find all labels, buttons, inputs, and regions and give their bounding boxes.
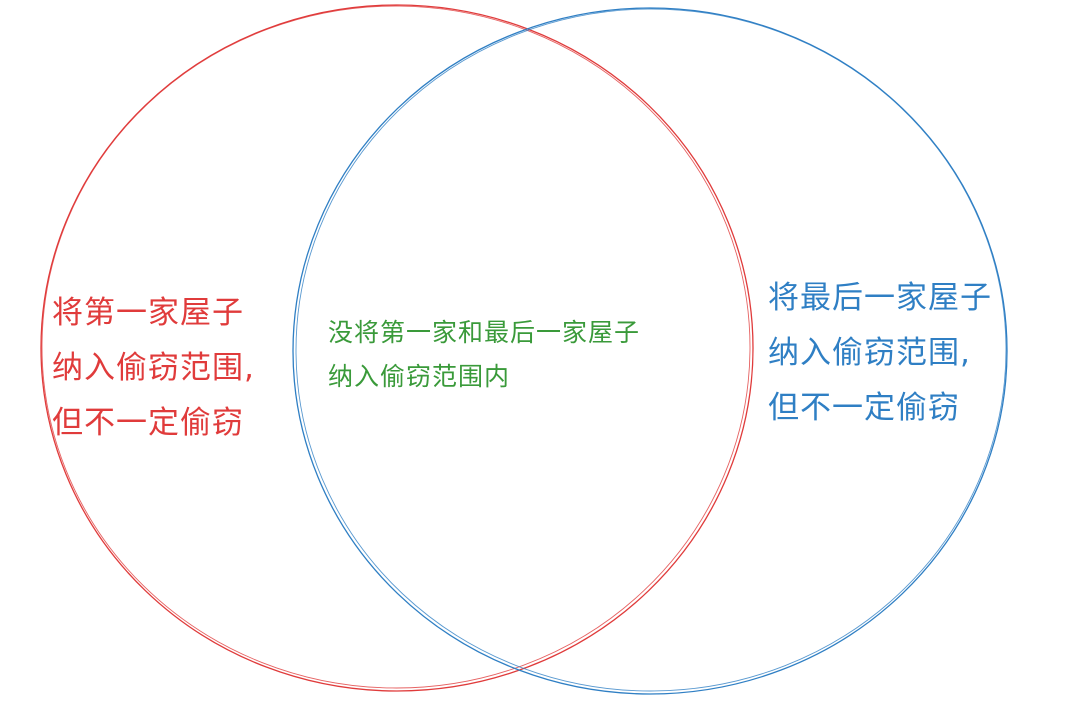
- left-set-label: 将第一家屋子 纳入偷窃范围, 但不一定偷窃: [52, 286, 255, 451]
- right-set-circle: [292, 7, 1008, 695]
- right-label-line-1: 将最后一家屋子: [768, 280, 992, 316]
- left-label-line-3: 但不一定偷窃: [52, 405, 244, 441]
- right-label-line-3: 但不一定偷窃: [768, 390, 960, 426]
- left-label-line-1: 将第一家屋子: [52, 295, 244, 331]
- left-circle-stroke-sketch: [41, 5, 751, 689]
- intersection-label: 没将第一家和最后一家屋子 纳入偷窃范围内: [328, 311, 640, 399]
- intersection-label-line-1: 没将第一家和最后一家屋子: [328, 318, 641, 347]
- left-label-line-2: 纳入偷窃范围,: [52, 350, 255, 386]
- right-set-label: 将最后一家屋子 纳入偷窃范围, 但不一定偷窃: [768, 271, 992, 436]
- intersection-label-line-2: 纳入偷窃范围内: [328, 362, 511, 391]
- right-label-line-2: 纳入偷窃范围,: [768, 335, 971, 371]
- right-circle-stroke: [292, 7, 1008, 695]
- right-circle-stroke-sketch: [295, 8, 1007, 692]
- left-circle-stroke: [40, 4, 754, 692]
- left-set-circle: [40, 4, 754, 692]
